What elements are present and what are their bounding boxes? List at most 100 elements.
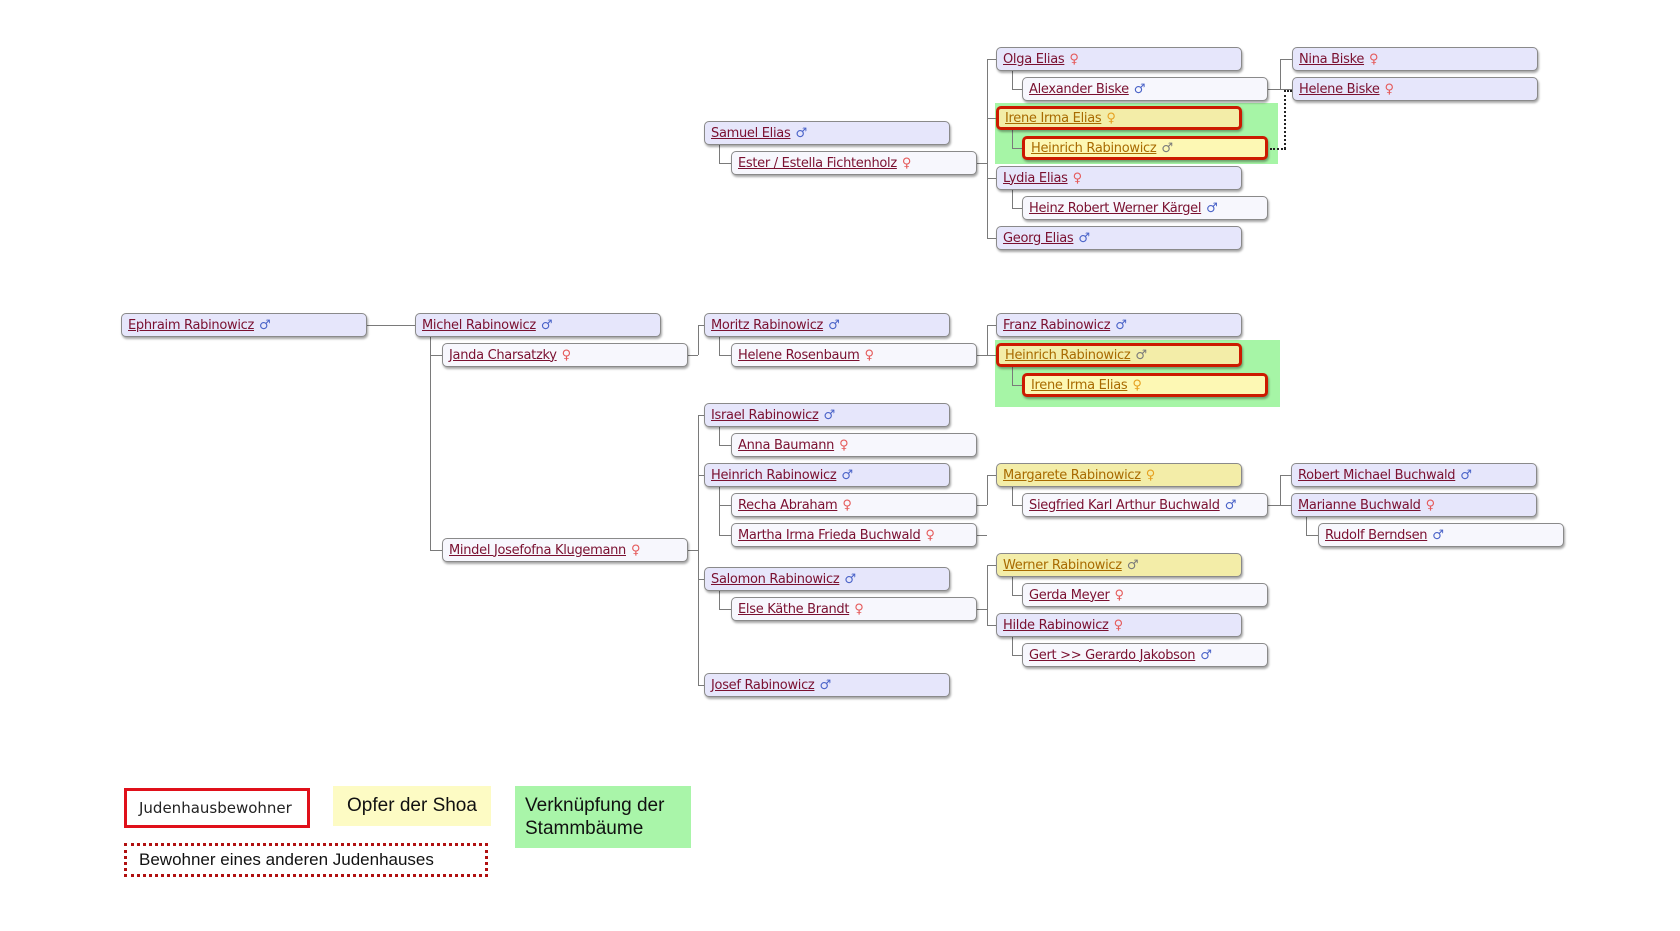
person-link[interactable]: Michel Rabinowicz <box>422 317 536 333</box>
person-node[interactable]: Georg Elias♂ <box>996 226 1242 250</box>
person-link[interactable]: Rudolf Berndsen <box>1325 527 1428 543</box>
male-icon: ♂ <box>1460 467 1472 483</box>
person-node[interactable]: Moritz Rabinowicz♂ <box>704 313 950 337</box>
person-node[interactable]: Salomon Rabinowicz♂ <box>704 567 950 591</box>
spouse-node[interactable]: Gert >> Gerardo Jakobson♂ <box>1022 643 1268 667</box>
person-link[interactable]: Salomon Rabinowicz <box>711 571 840 587</box>
connector-line <box>1012 655 1022 656</box>
person-link[interactable]: Gerda Meyer <box>1029 587 1110 603</box>
male-icon: ♂ <box>1135 347 1147 363</box>
male-icon: ♂ <box>1224 497 1237 513</box>
connector-line <box>1012 367 1013 385</box>
person-link[interactable]: Margarete Rabinowicz <box>1003 467 1141 483</box>
person-link[interactable]: Martha Irma Frieda Buchwald <box>738 527 921 543</box>
person-node[interactable]: Helene Biske♀ <box>1292 77 1538 101</box>
spouse-node[interactable]: Ester / Estella Fichtenholz♀ <box>731 151 977 175</box>
person-link[interactable]: Marianne Buchwald <box>1298 497 1421 513</box>
person-link[interactable]: Olga Elias <box>1003 51 1065 67</box>
person-link[interactable]: Siegfried Karl Arthur Buchwald <box>1029 497 1220 513</box>
spouse-node[interactable]: Anna Baumann♀ <box>731 433 977 457</box>
legend-other-judenhaus: Bewohner eines anderen Judenhauses <box>124 843 488 877</box>
person-link[interactable]: Heinrich Rabinowicz <box>711 467 837 483</box>
person-link[interactable]: Josef Rabinowicz <box>711 677 815 693</box>
connector-line <box>1268 89 1280 90</box>
person-node[interactable]: Michel Rabinowicz♂ <box>415 313 661 337</box>
person-link[interactable]: Israel Rabinowicz <box>711 407 819 423</box>
person-link[interactable]: Heinrich Rabinowicz <box>1005 347 1131 363</box>
person-node[interactable]: Marianne Buchwald♀ <box>1291 493 1537 517</box>
spouse-node[interactable]: Janda Charsatzky♀ <box>442 343 688 367</box>
person-link[interactable]: Recha Abraham <box>738 497 838 513</box>
person-link[interactable]: Samuel Elias <box>711 125 791 141</box>
person-link[interactable]: Moritz Rabinowicz <box>711 317 824 333</box>
person-link[interactable]: Else Käthe Brandt <box>738 601 850 617</box>
spouse-node[interactable]: Martha Irma Frieda Buchwald♀ <box>731 523 977 547</box>
legend-judenhaus: Judenhausbewohner <box>124 788 310 828</box>
connector-line <box>1012 385 1022 386</box>
spouse-node[interactable]: Else Käthe Brandt♀ <box>731 597 977 621</box>
person-node[interactable]: Heinrich Rabinowicz♂ <box>704 463 950 487</box>
person-link[interactable]: Anna Baumann <box>738 437 835 453</box>
person-link[interactable]: Ephraim Rabinowicz <box>128 317 255 333</box>
legend-judenhaus-label: Judenhausbewohner <box>139 799 292 817</box>
spouse-node[interactable]: Siegfried Karl Arthur Buchwald♂ <box>1022 493 1268 517</box>
person-link[interactable]: Hilde Rabinowicz <box>1003 617 1109 633</box>
spouse-node-victim-judenhaus[interactable]: Irene Irma Elias♀ <box>1022 373 1268 397</box>
connector-line <box>1280 89 1292 90</box>
person-node[interactable]: Israel Rabinowicz♂ <box>704 403 950 427</box>
spouse-node[interactable]: Alexander Biske♂ <box>1022 77 1268 101</box>
female-icon: ♀ <box>1425 497 1436 513</box>
person-node[interactable]: Franz Rabinowicz♂ <box>996 313 1242 337</box>
person-link[interactable]: Robert Michael Buchwald <box>1298 467 1456 483</box>
spouse-node[interactable]: Gerda Meyer♀ <box>1022 583 1268 607</box>
spouse-node-victim-judenhaus[interactable]: Heinrich Rabinowicz♂ <box>1022 136 1268 160</box>
person-node[interactable]: Samuel Elias♂ <box>704 121 950 145</box>
person-link[interactable]: Gert >> Gerardo Jakobson <box>1029 647 1196 663</box>
legend-victim-label: Opfer der Shoa <box>347 795 477 816</box>
person-node-victim[interactable]: Werner Rabinowicz♂ <box>996 553 1242 577</box>
connector-line <box>1306 517 1307 535</box>
person-link[interactable]: Werner Rabinowicz <box>1003 557 1122 573</box>
person-link[interactable]: Heinrich Rabinowicz <box>1031 140 1157 156</box>
person-node-victim[interactable]: Margarete Rabinowicz♀ <box>996 463 1242 487</box>
spouse-node[interactable]: Rudolf Berndsen♂ <box>1318 523 1564 547</box>
person-link[interactable]: Nina Biske <box>1299 51 1365 67</box>
person-node-victim-judenhaus[interactable]: Heinrich Rabinowicz♂ <box>996 343 1242 367</box>
connector-line <box>719 427 720 445</box>
person-link[interactable]: Franz Rabinowicz <box>1003 317 1111 333</box>
spouse-node[interactable]: Helene Rosenbaum♀ <box>731 343 977 367</box>
male-icon: ♂ <box>1115 317 1127 333</box>
connector-line <box>977 505 987 506</box>
female-icon: ♀ <box>1069 51 1079 67</box>
person-node[interactable]: Nina Biske♀ <box>1292 47 1538 71</box>
connector-line <box>1012 130 1013 148</box>
male-icon: ♂ <box>1161 140 1173 156</box>
person-link[interactable]: Ester / Estella Fichtenholz <box>738 155 897 171</box>
person-link[interactable]: Helene Rosenbaum <box>738 347 860 363</box>
connector-line <box>430 355 442 356</box>
person-node[interactable]: Lydia Elias♀ <box>996 166 1242 190</box>
person-link[interactable]: Heinz Robert Werner Kärgel <box>1029 200 1202 216</box>
person-node[interactable]: Ephraim Rabinowicz♂ <box>121 313 367 337</box>
spouse-node[interactable]: Heinz Robert Werner Kärgel♂ <box>1022 196 1268 220</box>
person-node[interactable]: Josef Rabinowicz♂ <box>704 673 950 697</box>
person-link[interactable]: Janda Charsatzky <box>449 347 557 363</box>
person-link[interactable]: Irene Irma Elias <box>1005 110 1102 126</box>
person-node[interactable]: Robert Michael Buchwald♂ <box>1291 463 1537 487</box>
person-node[interactable]: Olga Elias♀ <box>996 47 1242 71</box>
person-link[interactable]: Lydia Elias <box>1003 170 1068 186</box>
person-node[interactable]: Hilde Rabinowicz♀ <box>996 613 1242 637</box>
person-link[interactable]: Irene Irma Elias <box>1031 377 1128 393</box>
female-icon: ♀ <box>901 155 912 171</box>
spouse-node[interactable]: Recha Abraham♀ <box>731 493 977 517</box>
connector-line <box>987 355 996 356</box>
person-node-victim-judenhaus[interactable]: Irene Irma Elias♀ <box>996 106 1242 130</box>
connector-line <box>1012 89 1022 90</box>
connector-line <box>987 59 988 238</box>
person-link[interactable]: Mindel Josefofna Klugemann <box>449 542 626 558</box>
person-link[interactable]: Georg Elias <box>1003 230 1074 246</box>
spouse-node[interactable]: Mindel Josefofna Klugemann♀ <box>442 538 688 562</box>
person-link[interactable]: Alexander Biske <box>1029 81 1129 97</box>
person-link[interactable]: Helene Biske <box>1299 81 1380 97</box>
